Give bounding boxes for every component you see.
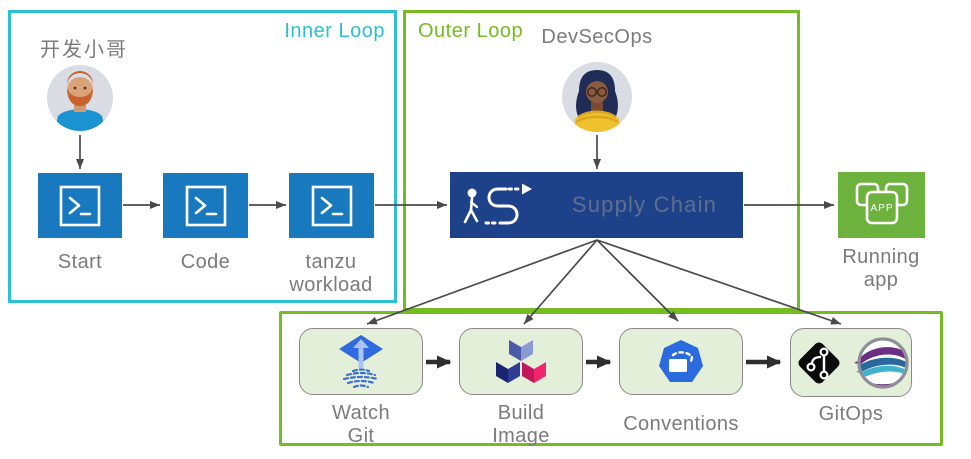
running-app-box: APP — [838, 172, 925, 238]
inner-loop-box: Inner Loop — [8, 10, 397, 303]
pipeline-label-conventions: Conventions — [623, 413, 739, 435]
terminal-icon — [185, 185, 226, 226]
step-tanzu-workload-label: tanzu workload — [289, 251, 373, 296]
step-code — [163, 173, 248, 238]
pipeline-item-watch-git — [299, 328, 423, 395]
step-code-label: Code — [180, 251, 231, 273]
git-icon — [798, 341, 840, 384]
running-app-label: Running app — [842, 246, 920, 291]
pipeline-label-gitops: GitOps — [818, 403, 884, 425]
developer-avatar — [47, 65, 113, 131]
devsecops-persona-label: DevSecOps — [541, 26, 653, 48]
running-app-icon: APP — [855, 182, 908, 225]
terminal-icon — [59, 185, 101, 226]
supply-chain-label: Supply Chain — [571, 192, 718, 217]
pipeline-label-watch-git: Watch Git — [332, 402, 390, 447]
flux-watch-git-icon — [339, 334, 383, 388]
kpack-build-icon — [496, 339, 546, 383]
developer-persona-label: 开发小哥 — [40, 39, 128, 61]
pipeline-item-build-image — [459, 328, 583, 395]
step-start-label: Start — [57, 251, 103, 273]
supply-chain-box: Supply Chain — [450, 172, 743, 238]
svg-text:APP: APP — [870, 203, 893, 214]
swoosh-sphere-icon — [854, 336, 909, 389]
pipeline-item-conventions — [619, 328, 743, 395]
devsecops-avatar — [562, 62, 632, 132]
kubernetes-conventions-icon — [659, 339, 703, 382]
pipeline-item-gitops — [790, 328, 912, 397]
terminal-icon — [311, 185, 352, 226]
inner-loop-label: Inner Loop — [284, 20, 385, 42]
outer-loop-box: Outer Loop — [403, 10, 800, 311]
step-start — [38, 173, 122, 238]
person-path-icon — [463, 183, 532, 225]
outer-loop-label: Outer Loop — [418, 20, 524, 42]
pipeline-label-build-image: Build Image — [492, 402, 550, 447]
step-tanzu-workload — [289, 173, 374, 238]
